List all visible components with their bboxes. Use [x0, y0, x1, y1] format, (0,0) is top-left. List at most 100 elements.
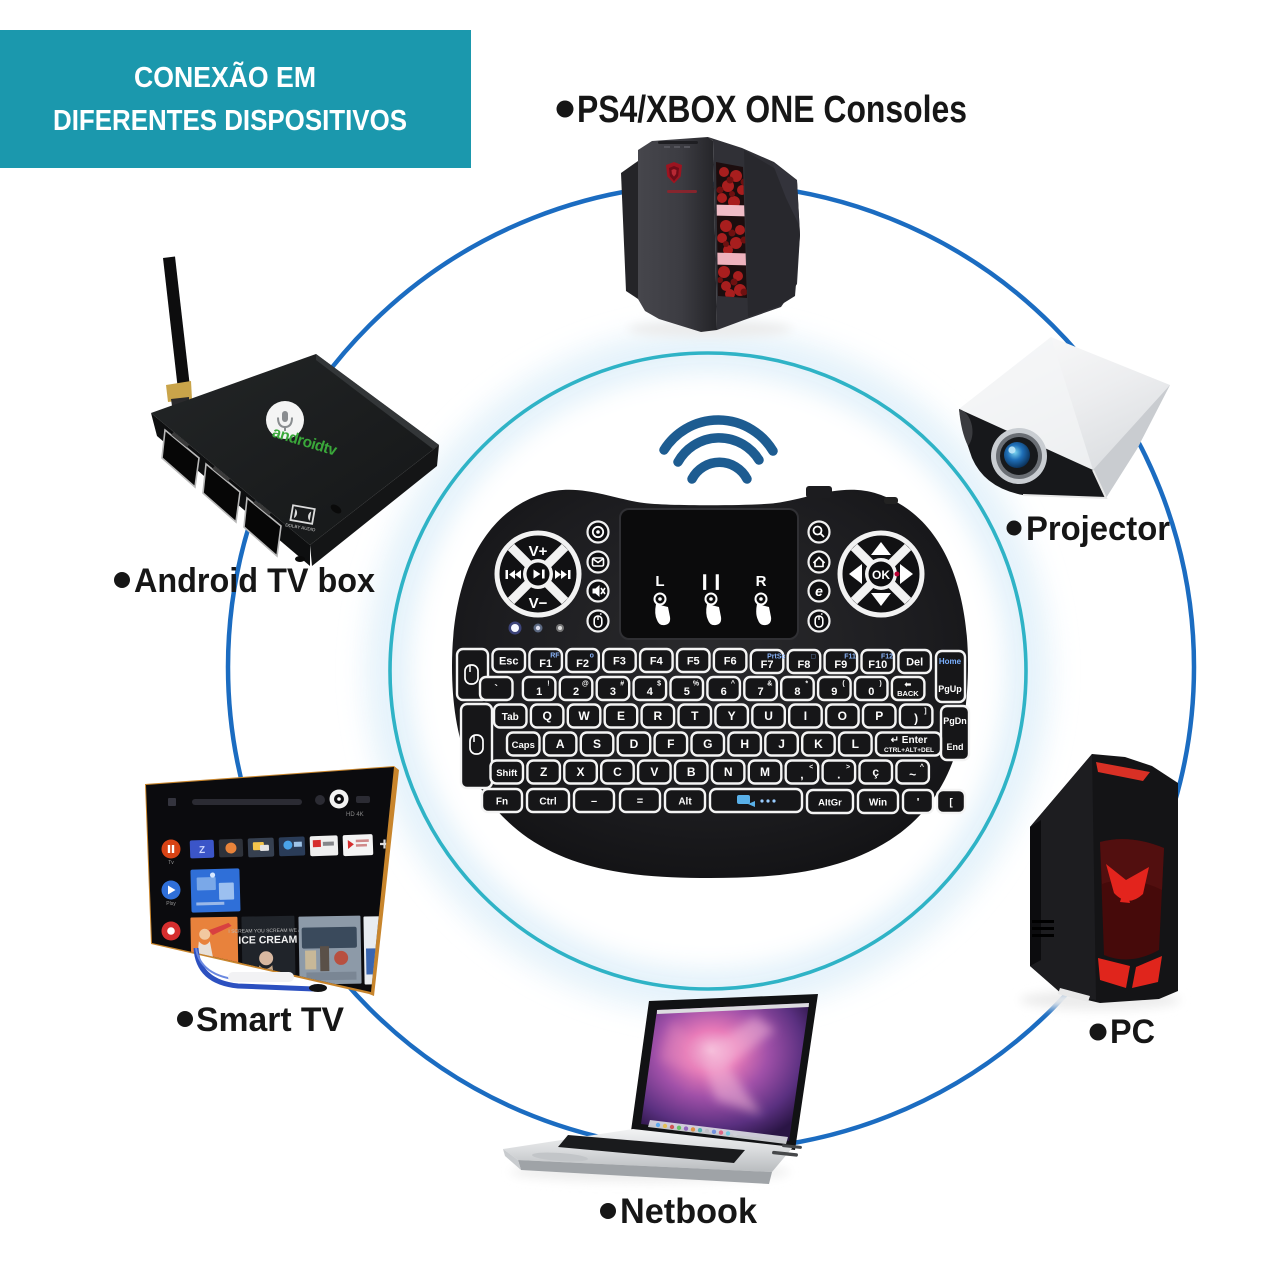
svg-text:U: U [764, 709, 773, 723]
svg-text:L: L [852, 737, 859, 751]
svg-text:5: 5 [684, 686, 690, 698]
svg-text:V+: V+ [529, 543, 548, 560]
svg-text:F1: F1 [539, 658, 552, 670]
svg-text:B: B [687, 765, 696, 779]
svg-text:Shift: Shift [496, 768, 518, 779]
svg-text:F2: F2 [576, 658, 589, 670]
svg-text:<: < [809, 764, 813, 771]
svg-text:CTRL+ALT+DEL: CTRL+ALT+DEL [884, 747, 934, 754]
svg-text:Tv: Tv [168, 860, 174, 866]
svg-text:Home: Home [939, 657, 962, 666]
svg-text:Caps: Caps [512, 740, 535, 751]
svg-text:PgDn: PgDn [943, 716, 967, 726]
svg-text:*: * [805, 681, 808, 688]
svg-text:Del: Del [906, 657, 923, 669]
svg-text:M: M [760, 765, 770, 779]
svg-text:RF: RF [550, 653, 560, 660]
svg-text:V−: V− [529, 595, 548, 612]
svg-text:4: 4 [647, 686, 654, 698]
svg-text:1: 1 [536, 686, 542, 698]
svg-text:3: 3 [610, 686, 616, 698]
svg-text:Projector: Projector [1026, 510, 1170, 548]
svg-text:.: . [837, 768, 840, 782]
svg-text:F8: F8 [798, 659, 811, 671]
svg-text:ç: ç [872, 765, 879, 779]
svg-text:T: T [691, 709, 699, 723]
svg-text:2: 2 [573, 686, 579, 698]
svg-text:): ) [879, 681, 881, 688]
svg-text:F12: F12 [881, 654, 893, 661]
svg-text:@: @ [582, 681, 589, 688]
svg-text:`: ` [494, 684, 498, 696]
svg-text:I: I [804, 709, 807, 723]
svg-text:&: & [767, 681, 772, 688]
svg-text:CONEXÃO EM: CONEXÃO EM [134, 60, 316, 94]
svg-text:↵ Enter: ↵ Enter [891, 735, 928, 746]
svg-text:Ctrl: Ctrl [539, 797, 556, 808]
svg-text:Netbook: Netbook [620, 1192, 758, 1231]
svg-text:Plsy: Plsy [166, 901, 176, 907]
svg-text:G: G [703, 737, 712, 751]
svg-text:X: X [577, 765, 585, 779]
svg-text:PrtSc: PrtSc [767, 654, 785, 661]
svg-text:Android TV box: Android TV box [134, 562, 375, 600]
svg-text:(: ( [842, 681, 845, 688]
svg-text:P: P [875, 709, 883, 723]
svg-text:F4: F4 [650, 656, 664, 668]
svg-text:0: 0 [868, 686, 874, 698]
svg-text:Y: Y [728, 709, 736, 723]
svg-text:C: C [613, 765, 622, 779]
svg-text:e: e [815, 583, 823, 599]
svg-text:ICE CREAM: ICE CREAM [238, 934, 297, 947]
svg-text:–: – [591, 796, 597, 808]
svg-text:[: [ [949, 798, 953, 809]
svg-text:L: L [655, 573, 664, 590]
svg-text:Z: Z [199, 845, 205, 856]
svg-text:J: J [778, 737, 785, 751]
svg-text:F10: F10 [868, 659, 887, 671]
svg-text:Win: Win [869, 798, 887, 809]
svg-text:Tab: Tab [502, 712, 519, 723]
svg-text:9: 9 [831, 686, 837, 698]
svg-text:^: ^ [920, 763, 924, 771]
svg-text:o: o [590, 653, 594, 660]
svg-text:❙❙: ❙❙ [698, 573, 723, 590]
svg-text:Fn: Fn [496, 797, 508, 808]
svg-text:!: ! [547, 681, 549, 688]
svg-text:F3: F3 [613, 656, 626, 668]
svg-text:F7: F7 [761, 659, 774, 671]
svg-text:,: , [800, 768, 803, 782]
svg-text:F9: F9 [834, 659, 847, 671]
svg-text:F6: F6 [724, 656, 737, 668]
svg-text:F11: F11 [844, 654, 856, 661]
svg-text:F: F [667, 737, 674, 751]
svg-text:): ) [914, 712, 918, 726]
svg-text:V: V [650, 765, 658, 779]
svg-text:8: 8 [794, 686, 800, 698]
svg-text:R: R [654, 709, 663, 723]
svg-text:': ' [917, 797, 920, 809]
svg-text:BACK: BACK [897, 689, 919, 698]
svg-text:PgUp: PgUp [938, 684, 962, 694]
svg-text:~: ~ [909, 768, 916, 782]
svg-text:End: End [947, 742, 964, 752]
svg-text:Q: Q [542, 709, 551, 723]
svg-text:W: W [578, 709, 590, 723]
svg-text:DOLBY AUDIO: DOLBY AUDIO [285, 522, 316, 532]
svg-text:E: E [617, 709, 625, 723]
svg-text:R: R [756, 573, 767, 590]
svg-text:N: N [724, 765, 733, 779]
svg-text:F5: F5 [687, 656, 700, 668]
svg-text:A: A [556, 737, 565, 751]
svg-text:Esc: Esc [499, 656, 519, 668]
svg-text:Z: Z [540, 765, 547, 779]
svg-text:]: ] [924, 708, 926, 715]
svg-text:AltGr: AltGr [818, 798, 842, 809]
svg-text:OK: OK [872, 568, 890, 582]
svg-text:7: 7 [757, 686, 763, 698]
svg-text:K: K [814, 737, 823, 751]
svg-text:H: H [740, 737, 749, 751]
svg-text:I SCREAM YOU SCREAM WE ALL: I SCREAM YOU SCREAM WE ALL [228, 928, 307, 935]
svg-text:^: ^ [731, 680, 735, 688]
svg-text:#: # [620, 681, 624, 688]
